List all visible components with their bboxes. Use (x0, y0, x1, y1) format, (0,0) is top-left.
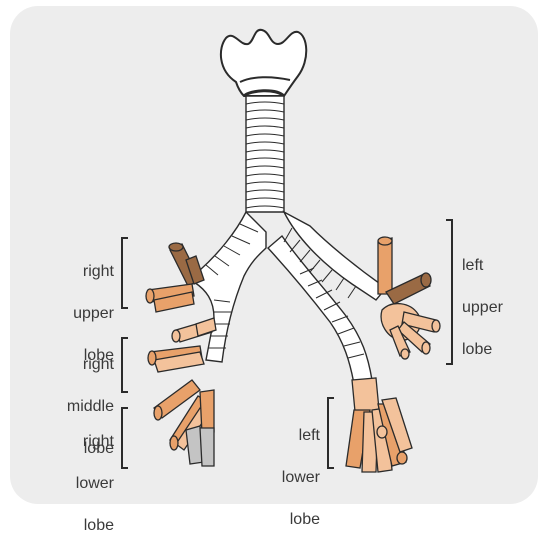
left-upper-lobe-bronchi (378, 237, 440, 359)
right-lower-lobe-bronchi (154, 380, 214, 466)
right-upper-lobe-bronchi (146, 243, 204, 312)
bracket-right-lower (122, 408, 128, 468)
trachea (246, 96, 284, 212)
left-lower-lobe-bronchi (346, 378, 412, 472)
label-left-lower-lobe: left lower lobe (250, 404, 320, 551)
main-bronchi (194, 212, 386, 384)
bracket-left-lower (328, 398, 334, 468)
bracket-left-upper (446, 220, 452, 364)
bracket-right-upper (122, 238, 128, 308)
larynx (221, 30, 306, 96)
right-middle-lobe-bronchi (148, 318, 216, 372)
label-left-upper-lobe: left upper lobe (462, 234, 532, 381)
bracket-right-middle (122, 338, 128, 392)
label-right-lower-lobe: right lower lobe (44, 410, 114, 557)
